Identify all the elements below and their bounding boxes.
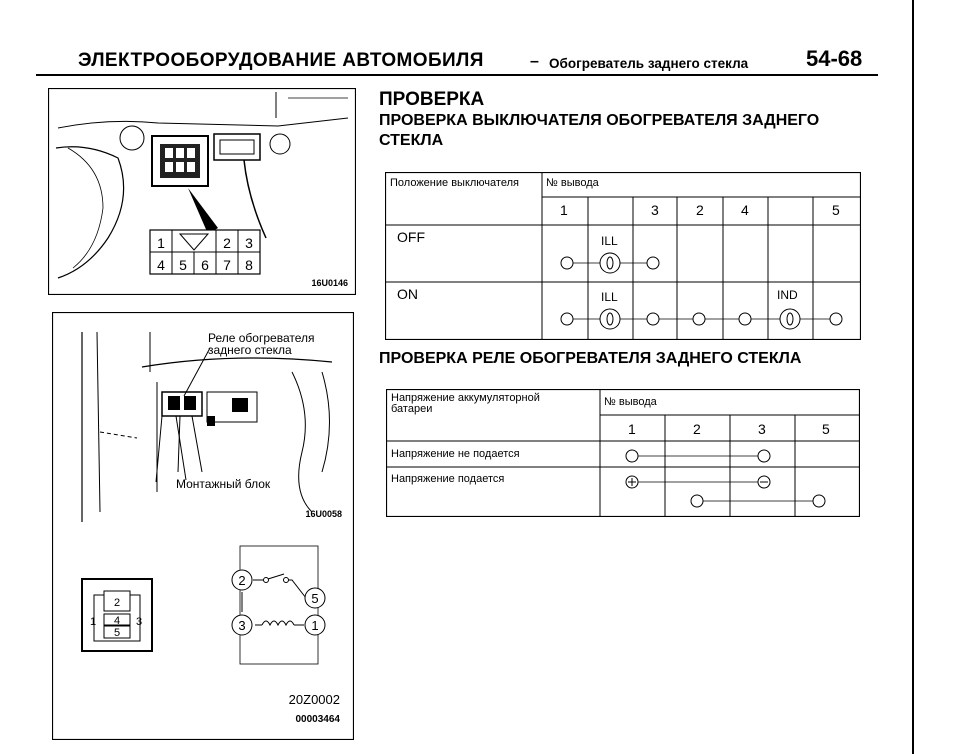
- ind-mark: IND: [777, 288, 798, 302]
- section-title: ЭЛЕКТРООБОРУДОВАНИЕ АВТОМОБИЛЯ: [78, 50, 484, 71]
- switch-connector-figure: 1 2 3 4 5 6 7 8 16U0146: [47, 87, 357, 296]
- relay-figure: 2 1 4 3 5 2 5 3 1 16U0058 20Z0002 000034…: [51, 311, 355, 741]
- switch-table-grid: [384, 171, 862, 341]
- relay-drawing: 2 1 4 3 5 2 5 3 1 16U0058 20Z0002 000034…: [51, 311, 355, 741]
- terminal-header: 3: [651, 202, 659, 218]
- terminal-header: 5: [832, 202, 840, 218]
- circuit-pin: 2: [238, 573, 245, 588]
- row-no-voltage-label: Напряжение не подается: [391, 448, 520, 460]
- relay-label: Реле обогревателя: [208, 331, 315, 345]
- terminal-header: 4: [741, 202, 749, 218]
- row-voltage-label: Напряжение подается: [391, 473, 505, 485]
- pin-label: 4: [157, 257, 165, 273]
- switch-check-heading: ПРОВЕРКА ВЫКЛЮЧАТЕЛЯ ОБОГРЕВАТЕЛЯ ЗАДНЕГ…: [379, 112, 820, 129]
- col-battery-voltage-cont: батареи: [391, 403, 433, 415]
- relay-label-cont: заднего стекла: [208, 343, 292, 357]
- col-battery-voltage: Напряжение аккумуляторной: [391, 392, 540, 404]
- relay-table-grid: [385, 388, 861, 518]
- pin-label: 5: [179, 257, 187, 273]
- circuit-pin: 1: [311, 618, 318, 633]
- col-terminal-number: № вывода: [604, 396, 657, 408]
- title-dash: –: [530, 53, 539, 70]
- check-heading: ПРОВЕРКА: [379, 89, 485, 110]
- section-subtitle: Обогреватель заднего стекла: [549, 56, 749, 71]
- page-number: 54-68: [806, 46, 863, 71]
- socket-pin: 1: [90, 616, 96, 628]
- row-off-label: OFF: [397, 229, 425, 245]
- switch-continuity-table: Положение выключателя № вывода 1 3 2 4 5…: [384, 171, 862, 341]
- figure-code: 20Z0002: [289, 692, 340, 707]
- switch-check-heading-cont: СТЕКЛА: [379, 132, 444, 149]
- pin-label: 8: [245, 257, 253, 273]
- ill-mark: ILL: [601, 290, 618, 304]
- socket-pin: 2: [114, 597, 120, 609]
- switch-connector-drawing: 1 2 3 4 5 6 7 8 16U0146: [47, 87, 357, 296]
- col-switch-position: Положение выключателя: [390, 177, 519, 189]
- row-on-label: ON: [397, 286, 418, 302]
- figure-code: 00003464: [296, 714, 341, 725]
- circuit-pin: 3: [238, 618, 245, 633]
- right-margin-line: [912, 0, 914, 754]
- relay-check-table: Напряжение аккумуляторной батареи № выво…: [385, 388, 861, 518]
- socket-pin: 3: [136, 616, 142, 628]
- pin-label: 3: [245, 235, 253, 251]
- mounting-block-label: Монтажный блок: [176, 477, 271, 491]
- figure-code: 16U0146: [311, 278, 348, 288]
- terminal-header: 3: [758, 421, 766, 437]
- terminal-header: 5: [822, 421, 830, 437]
- circuit-pin: 5: [311, 591, 318, 606]
- pin-label: 7: [223, 257, 231, 273]
- socket-pin: 5: [114, 627, 120, 639]
- terminal-header: 2: [693, 421, 701, 437]
- terminal-header: 1: [628, 421, 636, 437]
- pin-label: 2: [223, 235, 231, 251]
- terminal-header: 2: [696, 202, 704, 218]
- socket-pin: 4: [114, 615, 120, 627]
- col-terminal-number: № вывода: [546, 177, 599, 189]
- relay-check-heading: ПРОВЕРКА РЕЛЕ ОБОГРЕВАТЕЛЯ ЗАДНЕГО СТЕКЛ…: [379, 350, 802, 367]
- ill-mark: ILL: [601, 234, 618, 248]
- pin-label: 6: [201, 257, 209, 273]
- header-rule: [36, 74, 878, 76]
- figure-code: 16U0058: [305, 509, 342, 519]
- terminal-header: 1: [560, 202, 568, 218]
- pin-label: 1: [157, 235, 165, 251]
